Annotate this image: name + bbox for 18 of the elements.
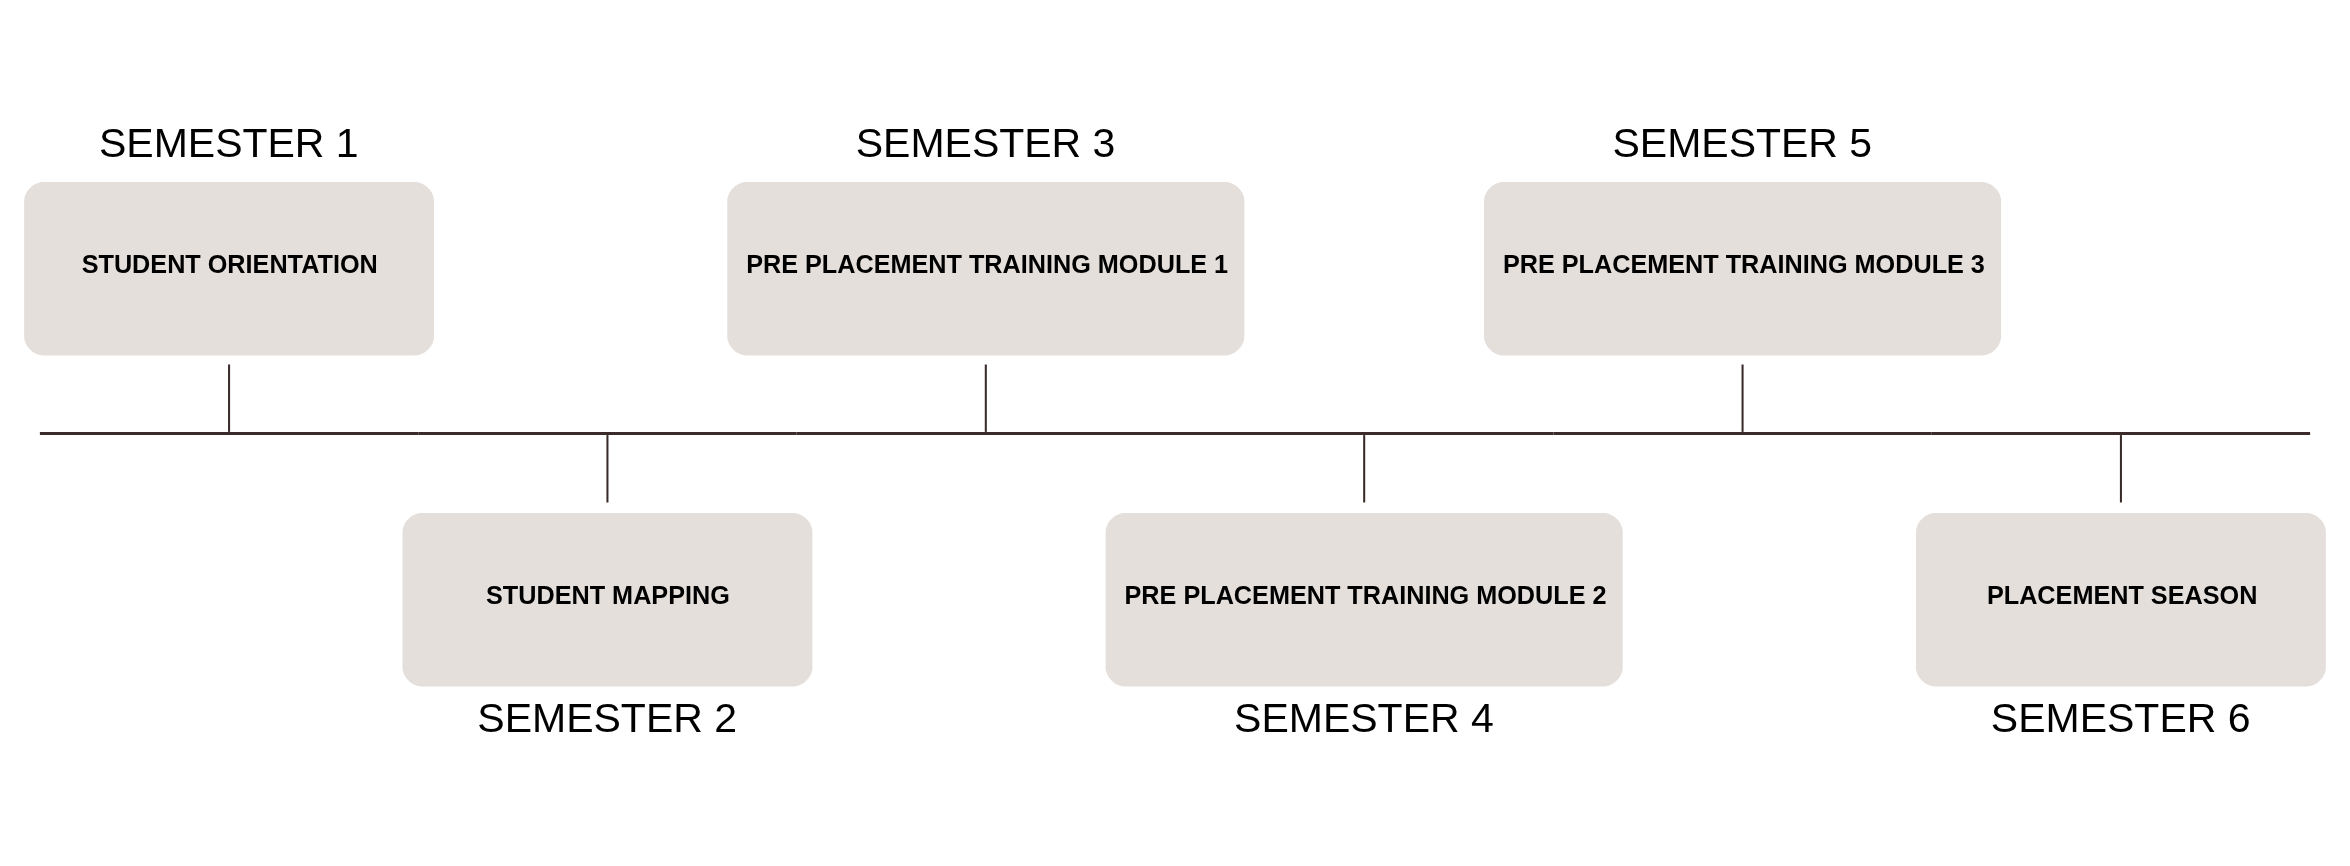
node-label: SEMESTER 6 [1990,694,2251,741]
connector [606,434,609,502]
connector [2119,434,2122,502]
connector [228,364,231,432]
node-label: SEMESTER 2 [477,694,738,741]
connector [984,364,987,432]
connector [1363,434,1366,502]
node-box: STUDENT MAPPING [402,512,813,687]
node-box: PRE PLACEMENT TRAINING MODULE 2 [1105,512,1623,687]
node-box: PLACEMENT SEASON [1916,512,2326,687]
node-label: SEMESTER 3 [855,119,1116,165]
node-label: SEMESTER 5 [1612,119,1873,165]
node-box: PRE PLACEMENT TRAINING MODULE 3 [1484,181,2002,355]
node-box: STUDENT ORIENTATION [24,181,434,355]
connector [1741,364,1744,432]
node-label: SEMESTER 1 [99,119,359,165]
node-label: SEMESTER 4 [1234,694,1494,741]
node-box: PRE PLACEMENT TRAINING MODULE 1 [727,181,1245,355]
